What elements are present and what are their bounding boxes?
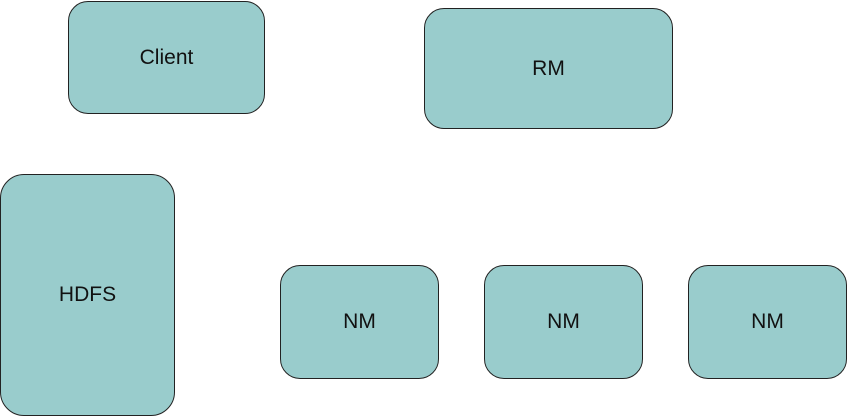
node-manager-3-label: NM	[751, 310, 784, 333]
resource-manager-node-label: RM	[532, 56, 565, 80]
node-manager-2-label: NM	[547, 310, 580, 333]
client-node-label: Client	[139, 45, 194, 69]
node-manager-1-label: NM	[343, 310, 376, 333]
node-manager-1: NM	[280, 265, 439, 379]
node-manager-2: NM	[484, 265, 643, 379]
resource-manager-node: RM	[424, 8, 673, 129]
hdfs-node-label: HDFS	[58, 283, 117, 306]
client-node: Client	[68, 1, 265, 114]
node-manager-3: NM	[688, 265, 847, 379]
hdfs-node: HDFS	[0, 174, 175, 416]
